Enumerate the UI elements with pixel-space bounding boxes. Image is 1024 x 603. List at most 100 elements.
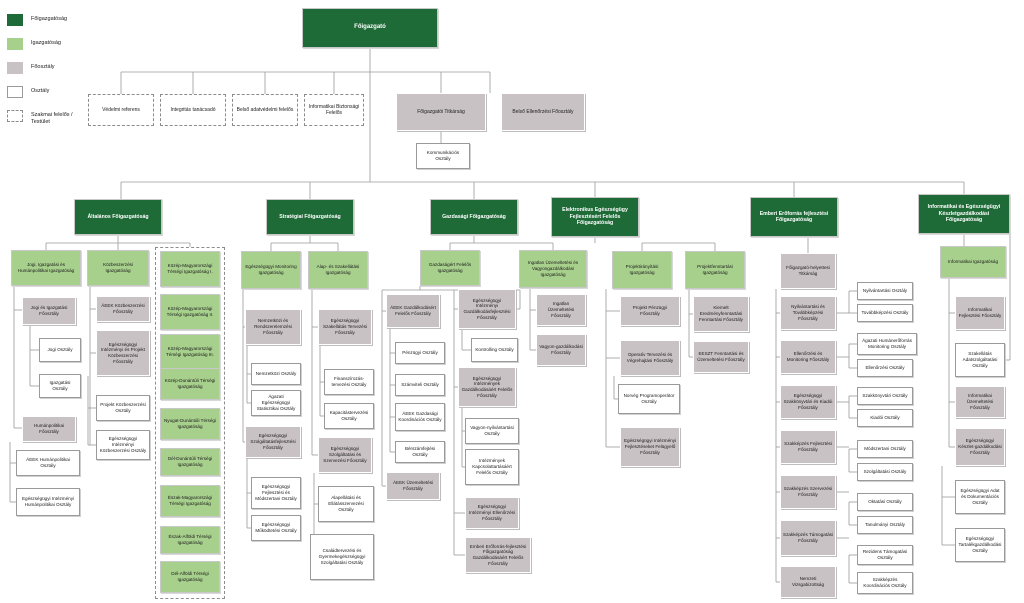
section-box: Bérszámfejtési Osztály: [395, 441, 445, 463]
section-box: Szakképzés Koordinációs Osztály: [857, 572, 913, 594]
staff-box: Belső adatvédelmi felelős: [232, 94, 298, 126]
internal-audit-box: Belső Ellenőrzési Főosztály: [501, 93, 585, 131]
section-box: Nemzetközi Osztály: [251, 363, 301, 385]
department-box: Egészségügyi Szakkönyvtári és Kiadói Főo…: [780, 385, 836, 419]
communication-box: Kommunikációs Osztály: [416, 143, 470, 169]
section-box: Egészségügyi Intézményi Humánpolitikai O…: [16, 488, 80, 516]
regional-box: Dél-Alföldi Térségi Igazgatóság: [160, 561, 220, 593]
legend-swatch-gray: [7, 62, 23, 74]
department-box: Jogi és Igazgatási Főosztály: [22, 297, 76, 325]
legend-label: Főosztály: [31, 64, 55, 70]
department-box: EESZT Fenntartási és Üzemeltetési Főoszt…: [693, 341, 749, 373]
directorate-unit-box: Alap- és Szakellátási Igazgatóság: [308, 251, 368, 289]
department-box: Informatikai Fejlesztési Főosztály: [955, 296, 1005, 330]
regional-box: Észak-Alföldi Térségi Igazgatóság: [160, 526, 220, 554]
department-box: Szakképzés Fejlesztési Főosztály: [780, 430, 836, 464]
department-box: Emberi Erőforrás-fejlesztési Főigazgatós…: [465, 537, 531, 573]
directorate-box: Elektronikus Egészségügy Fejlesztésért F…: [551, 197, 639, 237]
section-box: Számviteli Osztály: [395, 374, 445, 396]
section-box: Rezidens Támogatási Osztály: [857, 545, 913, 565]
directorate-unit-box: Projektirányítási Igazgatóság: [612, 251, 672, 289]
section-box: Kapacitástervezési Osztály: [324, 403, 374, 429]
regional-box: Közép-Dunántúli Térségi Igazgatóság: [160, 368, 220, 400]
section-box: Egészségügyi Adat és Dokumentációs Osztá…: [955, 480, 1005, 514]
section-box: Igazgatási Osztály: [39, 374, 81, 398]
legend-swatch-dashed: [7, 110, 23, 122]
section-box: Pénzügyi Osztály: [395, 342, 445, 364]
directorate-unit-box: Ingatlan Üzemeltetési és Vagyongazdálkod…: [519, 250, 587, 288]
directorate-unit-box: Informatikai Igazgatóság: [940, 246, 1006, 278]
department-box: Egészségügyi Intézményi Ellenőrzési Főos…: [465, 497, 519, 529]
regional-box: Közép-Magyarországi Térségi Igazgatóság …: [160, 251, 220, 287]
department-box: Operatív Tervezési és Végrehajtási Főosz…: [620, 340, 680, 376]
department-box: Nemzetközi és Rendszerelemzési Főosztály: [245, 309, 301, 345]
directorate-box: Emberi Erőforrás fejlesztési Főigazgatós…: [750, 197, 838, 237]
directorate-unit-box: Közbeszerzési Igazgatóság: [87, 250, 149, 286]
department-box: Egészségügyi Készlet-gazdálkodási Főoszt…: [955, 428, 1005, 466]
regional-box: Nyugat-Dunántúli Térségi Igazgatóság: [160, 408, 220, 440]
department-box: Humánpolitikai Főosztály: [22, 416, 76, 442]
section-box: Norvég Programoperátor Osztály: [618, 384, 680, 414]
legend-item-fe: Főosztály: [7, 62, 55, 74]
department-box: Egészségügyi Szakellátás Tervezési Főosz…: [318, 309, 372, 345]
department-box: Ingatlan Üzemeltetési Főosztály: [536, 294, 586, 326]
department-box: Projekt Pénzügyi Főosztály: [620, 296, 680, 326]
section-box: Finanszírozás-tervezési Osztály: [324, 369, 374, 395]
directorate-box: Informatikai és Egészségügyi Készletgazd…: [918, 194, 1010, 234]
section-box: Alapellátási és Ellátásszervezési Osztál…: [318, 486, 374, 522]
directorate-unit-box: Egészségügyi Monitoring Igazgatóság: [241, 251, 301, 289]
section-box: Tanulmányi Osztály: [857, 516, 913, 534]
department-box: Ellenőrzési és Monitoring Főosztály: [780, 340, 836, 374]
directorate-unit-box: Projektfenntartási Igazgatóság: [685, 251, 745, 289]
section-box: Egészségügyi Működtetési Osztály: [251, 515, 301, 541]
staff-box: Védelmi referens: [88, 94, 154, 126]
legend-label: Szakmai felelős / Testület: [31, 112, 73, 126]
section-box: Jogi Osztály: [39, 338, 81, 362]
directorate-box: Gazdasági Főigazgatóság: [430, 199, 518, 235]
regional-box: Dél-Dunántúli Térségi Igazgatóság: [160, 448, 220, 476]
legend-item-fo: Főigazgatóság: [7, 14, 67, 26]
legend-item-os: Osztály: [7, 86, 49, 98]
section-box: Továbbképzési Osztály: [857, 304, 913, 322]
department-box: Egészségügyi Intézményi Gazdálkodásfejle…: [458, 289, 516, 329]
deputy-secretariat-box: Főigazgató-helyettesi Titkárság: [780, 253, 836, 289]
section-box: Kontrolling Osztály: [471, 338, 518, 362]
legend-swatch-dark-green: [7, 14, 23, 26]
department-box: Egészségügyi Szolgáltatásfejlesztési Főo…: [245, 426, 301, 458]
section-box: Családtervezési és Gyermekegészségügyi S…: [310, 534, 374, 580]
department-box: Egészségügyi Intézményi és Projekt Közbe…: [96, 330, 150, 376]
department-box: Egészségügyi Szolgáltatási és Szervezési…: [318, 437, 372, 473]
section-box: Szakkönyvtári Osztály: [857, 387, 913, 405]
legend-item-sz: Szakmai felelős / Testület: [7, 110, 83, 126]
regional-group-frame: [155, 247, 225, 599]
section-box: Szolgáltatási Osztály: [857, 463, 913, 481]
section-box: Ágazati Humánerőforrás Monitoring Osztál…: [857, 333, 917, 355]
department-box: Szakképzés Támogatási Főosztály: [780, 520, 836, 556]
department-box: Vagyon-gazdálkodási Főosztály: [536, 334, 586, 366]
section-box: ÁEEK Gazdasági Koordinációs Osztály: [395, 403, 445, 431]
section-box: Intézmények Kapcsolattartásáért Felelős …: [465, 449, 519, 485]
regional-box: Észak-Magyarországi Térségi Igazgatóság: [160, 485, 220, 517]
regional-box: Közép-Magyarországi Térségi Igazgatóság …: [160, 294, 220, 330]
directorate-unit-box: Jogi, Igazgatási és Humánpolitikai Igazg…: [11, 250, 81, 286]
section-box: Egészségügyi Intézményi Közbeszerzési Os…: [96, 430, 150, 460]
directorate-unit-box: Gazdaságért Felelős Igazgatóság: [420, 250, 480, 286]
legend-label: Főigazgatóság: [31, 16, 68, 22]
department-box: Egészségügyi Intézmények Gazdálkodásáért…: [458, 367, 516, 407]
department-box: Nyilvántartási és Továbbképzési Főosztál…: [780, 296, 836, 330]
directorate-box: Általános Főigazgatóság: [74, 199, 162, 235]
legend-swatch-light-green: [7, 38, 23, 50]
legend-label: Igazgatóság: [31, 40, 61, 46]
section-box: Egészségügyi Tartalékgazdálkodási Osztál…: [955, 528, 1005, 562]
legend-swatch-white: [7, 86, 23, 98]
chief-director-box: Főigazgató: [302, 8, 438, 48]
department-box: ÁEEK Gazdálkodásért Felelős Főosztály: [386, 294, 440, 328]
staff-box: Integritás tanácsadó: [160, 94, 226, 126]
department-box: Szakképzés Szervezési Főosztály: [780, 475, 836, 509]
department-box: Informatikai Üzemeltetési Főosztály: [955, 386, 1005, 418]
regional-box: Közép-Magyarországi Térségi Igazgatóság …: [160, 334, 220, 370]
department-box: Nemzeti Vizsgabizottság: [780, 566, 836, 598]
section-box: Egészségügyi Fejlesztési és Módszertani …: [251, 477, 301, 509]
